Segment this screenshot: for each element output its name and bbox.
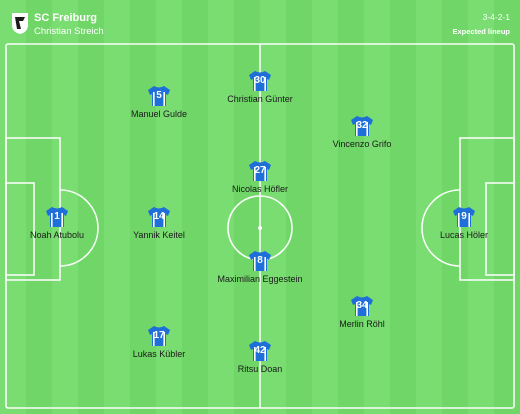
pitch-stripe [0,0,27,414]
shirt-icon: 5 [147,85,171,107]
club-crest-icon [12,13,28,34]
shirt-icon: 27 [248,160,272,182]
player-name: Merlin Röhl [339,319,385,329]
shirt-number: 34 [356,300,368,311]
shirt-icon: 1 [45,206,69,228]
shirt-number: 8 [257,255,263,266]
shirt-number: 32 [356,120,368,131]
player-slot[interactable]: 5 Manuel Gulde [99,85,219,119]
shirt-icon: 14 [147,206,171,228]
shirt-number: 42 [254,345,266,356]
left-penalty-arc [59,189,99,267]
player-slot[interactable]: 42 Ritsu Doan [200,340,320,374]
shirt-icon: 34 [350,295,374,317]
pitch-stripe [416,0,443,414]
team-name: SC Freiburg [34,12,97,24]
player-name: Lukas Kübler [132,349,186,359]
pitch-stripe [442,0,469,414]
shirt-number: 5 [156,90,162,101]
pitch-stripe [364,0,391,414]
lineup-status: Expected lineup [452,27,510,36]
shirt-icon: 9 [452,206,476,228]
pitch-stripe [52,0,79,414]
player-name: Nicolas Höfler [231,184,289,194]
player-slot[interactable]: 14 Yannik Keitel [99,206,219,240]
player-name: Noah Atubolu [29,230,85,240]
pitch-stripe [104,0,131,414]
shirt-number: 17 [153,330,165,341]
shirt-number: 30 [254,75,266,86]
right-penalty-arc [421,189,461,267]
player-name: Ritsu Doan [237,364,283,374]
shirt-number: 9 [461,211,467,222]
player-name: Maximilian Eggestein [217,274,303,284]
shirt-number: 27 [254,165,266,176]
left-goal-area [5,182,35,276]
pitch-stripe [26,0,53,414]
player-slot[interactable]: 9 Lucas Höler [404,206,520,240]
team-header: SC Freiburg Christian Streich 3-4-2-1 Ex… [0,0,520,42]
right-goal-area [485,182,515,276]
pitch-stripe [338,0,365,414]
player-name: Lucas Höler [439,230,489,240]
pitch-stripe [286,0,313,414]
pitch-stripe [312,0,339,414]
shirt-number: 14 [153,211,165,222]
player-slot[interactable]: 17 Lukas Kübler [99,325,219,359]
player-slot[interactable]: 27 Nicolas Höfler [200,160,320,194]
shirt-icon: 8 [248,250,272,272]
player-name: Christian Günter [227,94,293,104]
shirt-icon: 17 [147,325,171,347]
coach-name: Christian Streich [34,26,104,37]
pitch-stripe [494,0,520,414]
formation-label: 3-4-2-1 [482,12,510,22]
player-slot[interactable]: 32 Vincenzo Grifo [302,115,422,149]
shirt-icon: 32 [350,115,374,137]
center-spot [258,226,262,230]
player-slot[interactable]: 30 Christian Günter [200,70,320,104]
player-name: Manuel Gulde [130,109,188,119]
shirt-number: 1 [54,211,60,222]
pitch-stripe [390,0,417,414]
shirt-icon: 30 [248,70,272,92]
player-name: Vincenzo Grifo [332,139,392,149]
player-name: Yannik Keitel [133,230,185,240]
shirt-icon: 42 [248,340,272,362]
pitch-stripe [182,0,209,414]
pitch-stripe [208,0,235,414]
player-slot[interactable]: 1 Noah Atubolu [0,206,117,240]
pitch-stripe [468,0,495,414]
player-slot[interactable]: 8 Maximilian Eggestein [200,250,320,284]
player-slot[interactable]: 34 Merlin Röhl [302,295,422,329]
